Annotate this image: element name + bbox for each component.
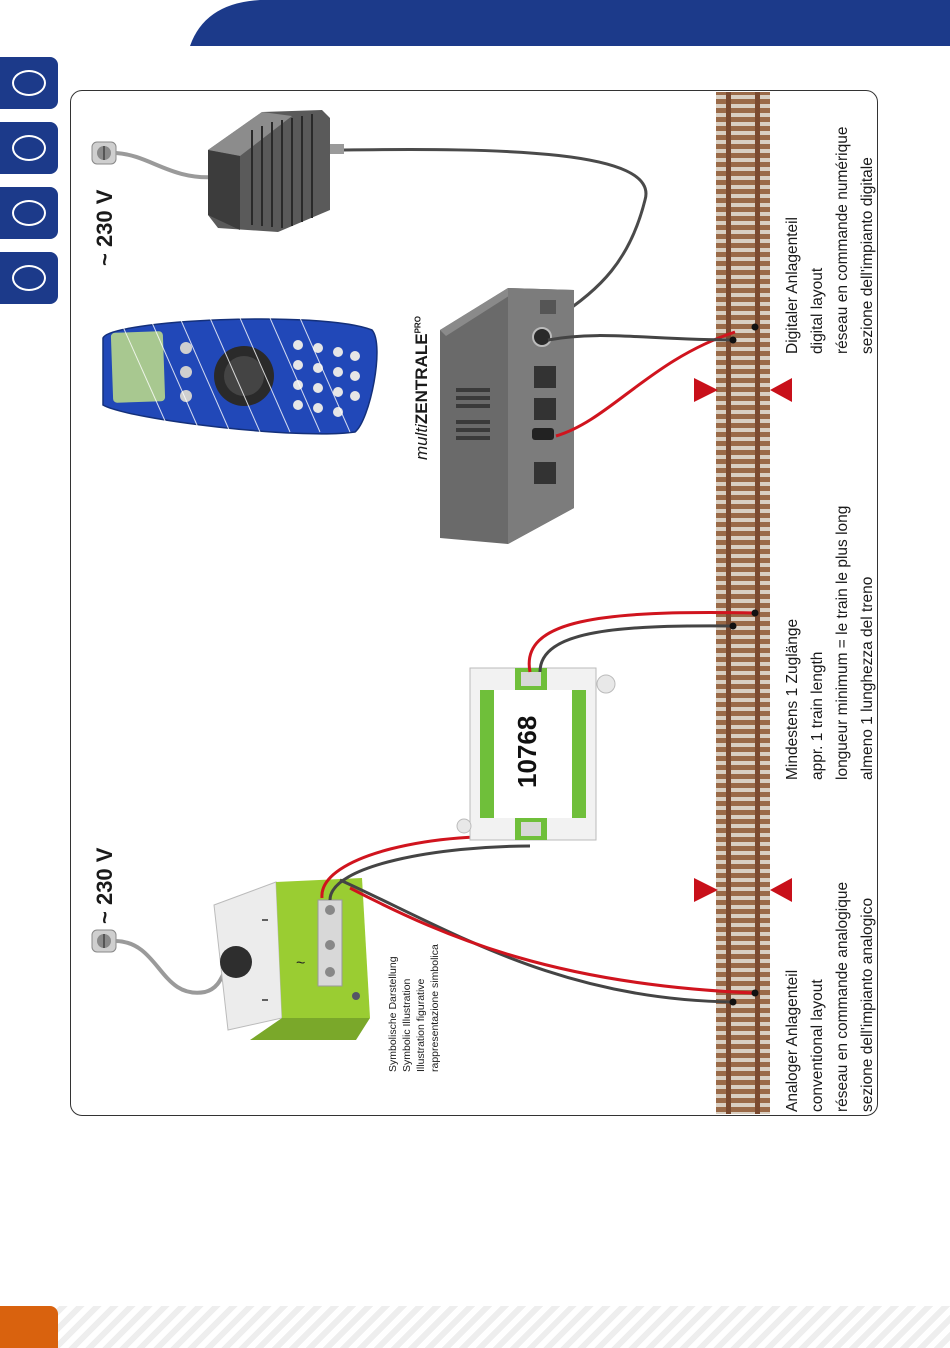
header-bar	[0, 0, 950, 46]
side-tab-3[interactable]	[0, 187, 58, 239]
analog-section-en: conventional layout	[809, 979, 826, 1112]
diagram-frame	[70, 90, 878, 1116]
module-track-wire-black	[538, 624, 734, 673]
analog-wire-black	[328, 844, 531, 901]
analog-section-it: sezione dell'impianto analogico	[859, 897, 876, 1112]
analog-section-label: Analoger Anlagenteil conventional layout…	[780, 882, 880, 1112]
voltage-label-left: ~ 230 V	[92, 847, 117, 924]
side-tab-4[interactable]	[0, 252, 58, 304]
digital-wire-red	[555, 330, 736, 438]
page-number-tab	[0, 1306, 58, 1348]
voltage-label-right: ~ 230 V	[92, 189, 117, 266]
analog-section-de: Analoger Anlagenteil	[784, 969, 801, 1112]
tab-ring-icon	[12, 200, 46, 226]
transformer-icon	[208, 110, 344, 232]
central-unit-name: ZENTRALE	[412, 333, 431, 425]
analog-track-wire-red	[349, 886, 756, 995]
mains-cable-left	[115, 939, 230, 995]
digital-section-it: sezione dell'impianto digitale	[859, 157, 876, 354]
central-unit-prefix: multi	[412, 424, 431, 460]
digital-wire-black	[547, 334, 736, 342]
module-track-wire-red	[527, 611, 756, 673]
symbolic-note-it: rappresentazione simbolica	[429, 944, 441, 1072]
gap-section-en: appr. 1 train length	[809, 651, 826, 780]
module-10768-icon	[456, 667, 616, 841]
symbolic-note: Symbolische Darstellung Symbolic Illustr…	[386, 944, 442, 1072]
gap-section-de: Mindestens 1 Zuglänge	[784, 618, 801, 780]
svg-text:~: ~	[296, 955, 305, 972]
separation-marker-right-inner	[770, 378, 792, 402]
handheld-controller-icon	[102, 317, 378, 435]
header-shape	[190, 0, 950, 46]
symbolic-note-fr: Illustration figurative	[415, 978, 427, 1072]
symbolic-note-de: Symbolische Darstellung	[387, 956, 399, 1072]
central-unit-label: multiZENTRALEPRO	[412, 316, 432, 460]
transformer-cable	[343, 148, 648, 320]
module-number: 10768	[512, 715, 542, 788]
digital-section-en: digital layout	[809, 267, 826, 354]
side-tab-2[interactable]	[0, 122, 58, 174]
digital-section-fr: réseau en commande numérique	[834, 126, 851, 354]
wall-socket-icon	[91, 141, 117, 165]
analog-track-wire-black	[339, 878, 734, 1004]
symbolic-note-en: Symbolic Illustration	[401, 978, 413, 1072]
central-unit-icon	[440, 288, 574, 544]
gap-section-it: almeno 1 lunghezza del treno	[859, 576, 876, 780]
wall-socket-icon	[91, 929, 117, 953]
gap-section-label: Mindestens 1 Zuglänge appr. 1 train leng…	[780, 506, 880, 780]
analog-controller-icon: ~	[213, 878, 370, 1040]
analog-section-fr: réseau en commande analogique	[834, 881, 851, 1112]
separation-marker-right-outer	[694, 378, 718, 402]
separation-marker-left-inner	[770, 878, 792, 902]
track	[716, 92, 770, 1114]
separation-marker-left-outer	[694, 878, 718, 902]
tab-ring-icon	[12, 135, 46, 161]
tab-ring-icon	[12, 70, 46, 96]
footer-stripes	[0, 1306, 950, 1348]
gap-section-fr: longueur minimum = le train le plus long	[834, 505, 851, 780]
mains-cable-right	[115, 151, 216, 180]
side-tab-1[interactable]	[0, 57, 58, 109]
digital-section-label: Digitaler Anlagenteil digital layout rés…	[780, 127, 880, 354]
central-unit-suffix: PRO	[413, 316, 423, 334]
tab-ring-icon	[12, 265, 46, 291]
digital-section-de: Digitaler Anlagenteil	[784, 216, 801, 354]
